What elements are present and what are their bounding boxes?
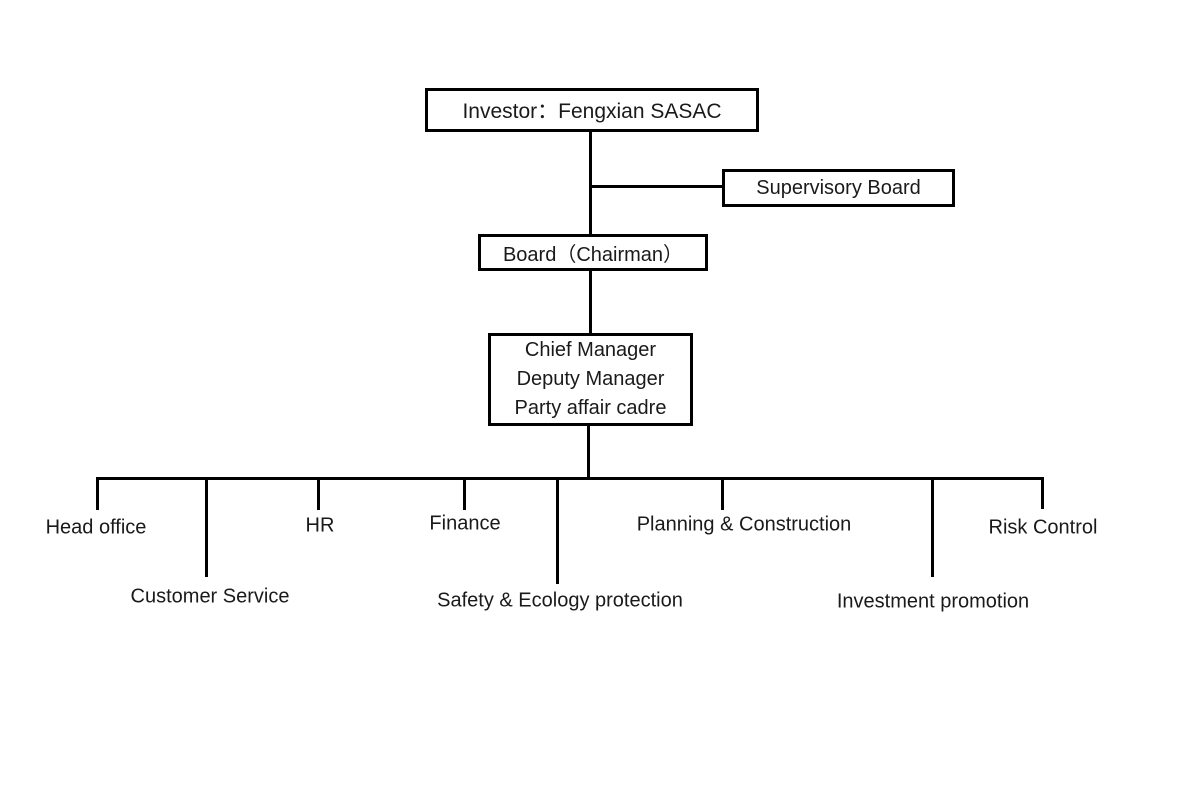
drop-line-customer-service — [205, 477, 208, 577]
dept-label-planning-construction: Planning & Construction — [636, 513, 852, 536]
drop-line-head-office — [96, 477, 99, 510]
dept-label-finance: Finance — [429, 512, 501, 535]
drop-line-hr — [317, 477, 320, 510]
dept-label-head-office: Head office — [45, 516, 147, 539]
drop-line-safety — [556, 477, 559, 584]
connector-to-supervisory-board — [591, 185, 722, 188]
board-chairman-node-label: Board（Chairman） — [502, 244, 684, 266]
board-chairman-node: Board（Chairman） — [478, 234, 708, 271]
supervisory-board-node-label: Supervisory Board — [756, 176, 921, 199]
connector-investor-to-board — [589, 130, 592, 234]
connector-management-to-rail — [587, 424, 590, 479]
investor-node: Investor：Fengxian SASAC — [425, 88, 759, 132]
drop-line-finance — [463, 477, 466, 510]
management-node-line-deputy-manager: Deputy Manager — [516, 368, 665, 390]
dept-label-hr: HR — [305, 514, 335, 537]
dept-label-safety-ecology-protection: Safety & Ecology protection — [437, 589, 683, 612]
dept-label-investment-promotion: Investment promotion — [836, 590, 1030, 613]
management-node-line-chief-manager: Chief Manager — [524, 339, 657, 361]
investor-node-label: Investor：Fengxian SASAC — [462, 100, 722, 123]
management-node: Chief Manager Deputy Manager Party affai… — [488, 333, 693, 426]
department-rail-line — [96, 477, 1044, 480]
drop-line-risk-control — [1041, 477, 1044, 509]
supervisory-board-node: Supervisory Board — [722, 169, 955, 207]
dept-label-risk-control: Risk Control — [988, 516, 1098, 539]
drop-line-investment — [931, 477, 934, 577]
management-node-line-party-affair-cadre: Party affair cadre — [514, 397, 667, 419]
connector-board-to-management — [589, 269, 592, 334]
dept-label-customer-service: Customer Service — [130, 585, 290, 608]
drop-line-planning — [721, 477, 724, 510]
